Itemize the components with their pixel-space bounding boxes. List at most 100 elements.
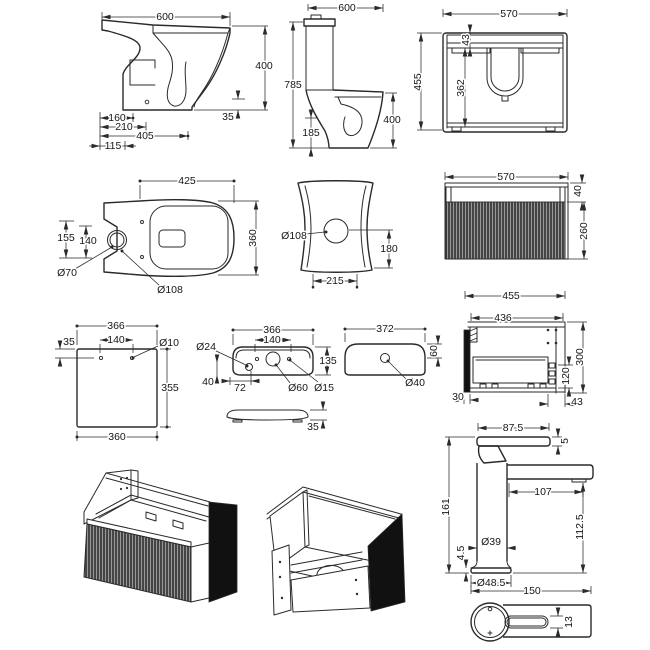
- pan-back-dimensions: Ø108 180 215: [280, 229, 399, 289]
- basin-plan-view: 372 60 Ø40: [343, 322, 442, 391]
- vanity-3d-closed-view: [83, 469, 238, 603]
- side-panel-dark: [367, 513, 406, 612]
- countertop-outline: [76, 348, 158, 428]
- dim-label: 436: [494, 312, 512, 324]
- vanity-front-outline: [444, 182, 569, 260]
- dim-label: 455: [412, 73, 424, 91]
- dim-label: 360: [108, 431, 126, 443]
- dim-label: 35: [307, 421, 319, 433]
- pan-side-view: 600 400 35 160 210 405 115: [89, 10, 274, 154]
- dim-label: 135: [319, 355, 337, 367]
- dim-label: 160: [108, 112, 126, 124]
- side-panel-dark: [208, 501, 238, 603]
- dim-label: 60: [428, 345, 440, 357]
- pan-side-dimensions: 600 400 35 160 210 405 115: [89, 10, 274, 154]
- dim-label: 107: [534, 486, 552, 498]
- pan-back-outline: [297, 180, 374, 273]
- front-lower-board: [290, 565, 371, 613]
- dim-label: 120: [560, 367, 572, 385]
- dim-label: 13: [563, 616, 575, 628]
- basin-back-dimensions: 366 140 Ø24 135 40 72 Ø60 Ø15: [195, 323, 339, 435]
- dim-label: 35: [63, 336, 75, 348]
- vanity-front-dimensions: 570 40 260: [444, 170, 592, 260]
- dim-label: 372: [376, 323, 394, 335]
- front-left-board: [271, 544, 292, 616]
- vanity-side-outline: [463, 321, 566, 394]
- dim-label: 355: [161, 382, 179, 394]
- vanity-section-dimensions: 570 455 43 362: [411, 7, 568, 131]
- vanity-front-section-view: 570 455 43 362: [411, 7, 568, 133]
- wc-side-outline: [303, 14, 384, 149]
- pan-top-view: 425 360 155 140 Ø70 Ø108: [56, 174, 261, 298]
- dim-label: 140: [107, 334, 125, 346]
- basin-plan-outline: [344, 343, 426, 376]
- dim-label: 115: [105, 140, 122, 152]
- dim-label: 180: [380, 243, 398, 255]
- dim-label: 5: [559, 438, 571, 444]
- dim-label: 87.5: [503, 422, 524, 434]
- dim-label: Ø108: [157, 284, 183, 296]
- dim-label: 366: [107, 320, 125, 332]
- basin-plan-dimensions: 372 60 Ø40: [343, 322, 442, 391]
- dim-label: 40: [572, 185, 584, 197]
- dim-label: 4.5: [455, 546, 467, 561]
- dim-label: 155: [57, 232, 75, 244]
- pan-top-dimensions: 425 360 155 140 Ø70 Ø108: [56, 174, 261, 298]
- dim-label: Ø40: [405, 377, 425, 389]
- vanity-section-outline: [442, 32, 568, 133]
- tap-side-outline: [470, 436, 594, 574]
- dim-label: Ø39: [481, 536, 501, 548]
- wc-side-view: 600 785 400 185: [283, 1, 402, 157]
- pan-side-outline: [101, 19, 231, 111]
- dim-label: 40: [202, 376, 214, 388]
- dim-label: 185: [302, 127, 320, 139]
- pan-back-view: Ø108 180 215: [280, 180, 399, 289]
- vanity-side-dimensions: 455 436 300 120 30 43: [451, 289, 588, 410]
- dim-label: 400: [255, 60, 273, 72]
- dim-label: 600: [338, 2, 356, 14]
- dim-label: Ø15: [314, 382, 334, 394]
- dim-label: 300: [574, 348, 586, 366]
- dim-label: 215: [326, 275, 344, 287]
- countertop-plan-view: 366 140 35 Ø10 355 360: [55, 319, 181, 445]
- tap-plan-view: 150 13: [470, 584, 592, 642]
- dim-label: 150: [523, 585, 541, 597]
- tap-side-dimensions: 87.5 5 161 107 112.5 Ø39 4.5 Ø48.5: [439, 421, 588, 591]
- dim-label: 161: [440, 498, 452, 516]
- dim-label: 210: [115, 121, 133, 133]
- pan-top-outline: [103, 198, 235, 278]
- dim-label: 400: [383, 114, 401, 126]
- countertop-dimensions: 366 140 35 Ø10 355 360: [55, 319, 181, 445]
- dim-label: Ø60: [288, 382, 308, 394]
- dim-label: 30: [452, 391, 464, 403]
- dim-label: 570: [500, 8, 518, 20]
- dim-label: 362: [455, 79, 467, 97]
- dim-label: 43: [460, 34, 472, 46]
- dim-label: 570: [497, 171, 515, 183]
- dim-label: Ø70: [57, 267, 77, 279]
- dim-label: 72: [234, 382, 246, 394]
- dim-label: 360: [247, 229, 259, 247]
- dim-label: 455: [502, 290, 520, 302]
- dim-label: Ø10: [159, 337, 179, 349]
- dim-label: 112.5: [574, 514, 586, 540]
- dim-label: 425: [178, 175, 196, 187]
- tap-plan-outline: [470, 602, 592, 642]
- dim-label: 260: [578, 222, 590, 240]
- vanity-side-section-view: 455 436 300 120 30 43: [451, 289, 588, 410]
- wc-side-dimensions: 600 785 400 185: [283, 1, 402, 157]
- vanity-3d-open-view: [266, 486, 406, 616]
- dim-label: 405: [136, 130, 154, 142]
- dim-label: 785: [284, 79, 302, 91]
- dim-label: Ø24: [196, 341, 216, 353]
- dim-label: 35: [222, 111, 234, 123]
- dim-label: 140: [79, 235, 97, 247]
- dim-label: 366: [263, 324, 281, 336]
- basin-back-view: 366 140 Ø24 135 40 72 Ø60 Ø15: [195, 323, 339, 435]
- tap-plan-dimensions: 150 13: [470, 584, 592, 637]
- dim-label: 600: [156, 11, 174, 23]
- dim-label: Ø108: [281, 230, 307, 242]
- dim-label: 140: [263, 334, 281, 346]
